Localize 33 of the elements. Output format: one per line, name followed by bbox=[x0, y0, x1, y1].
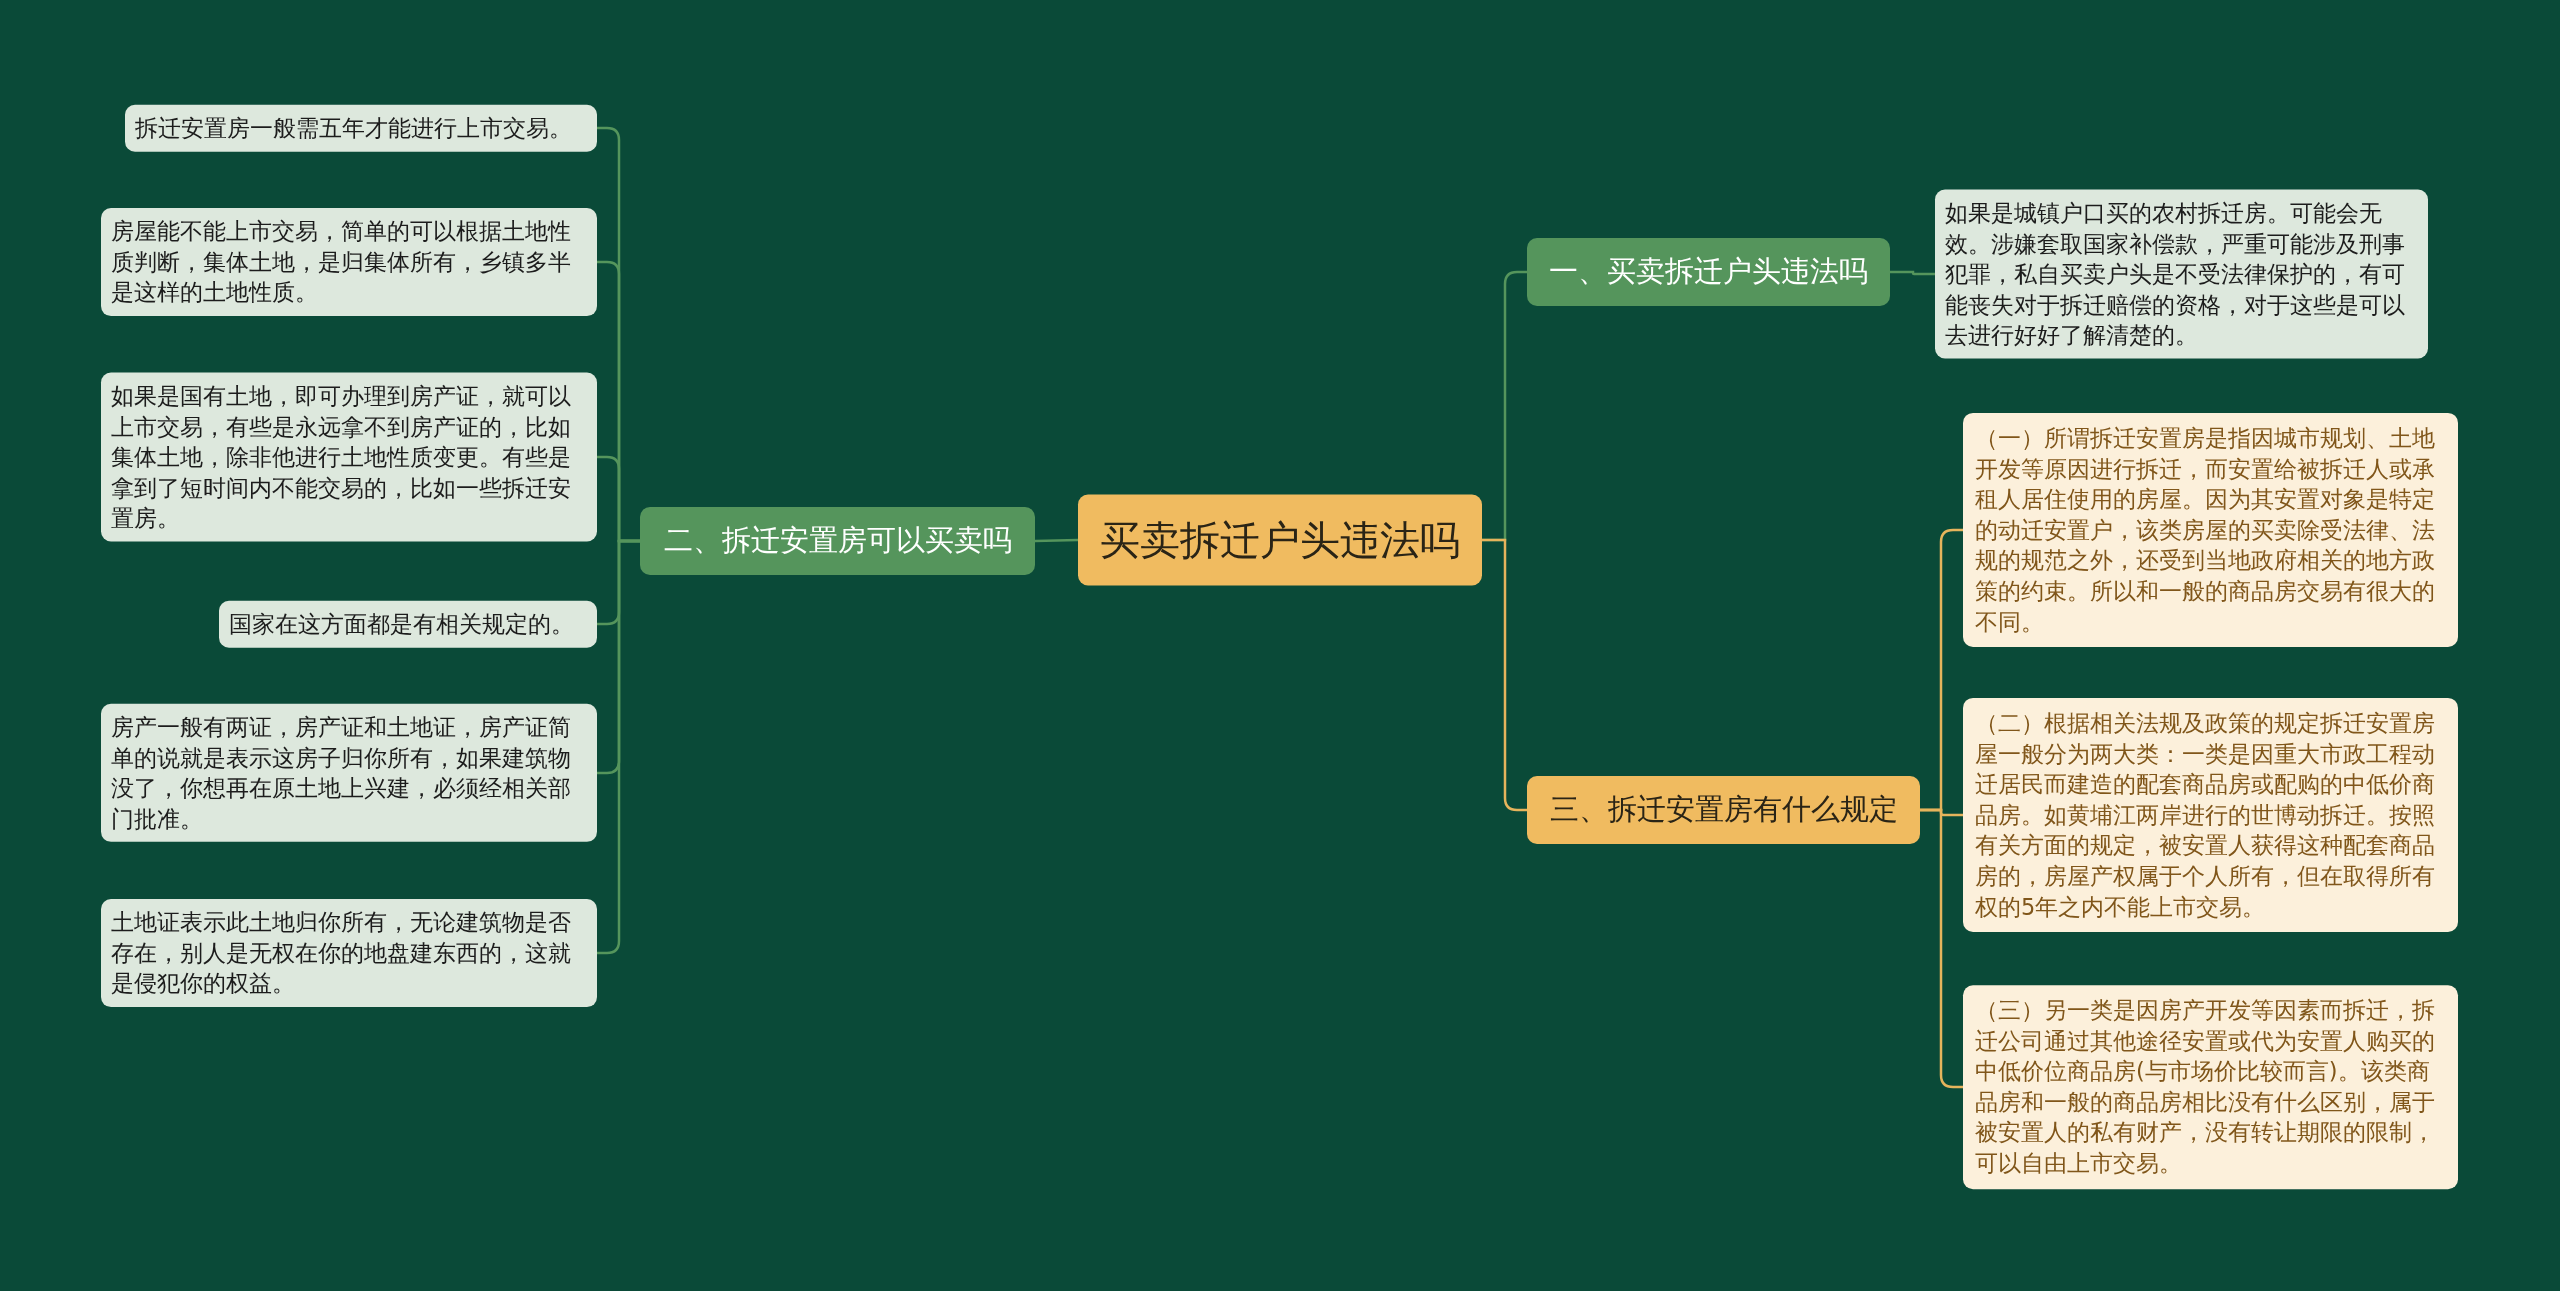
note-card bbox=[101, 208, 597, 316]
note-text: 土地证表示此土地归你所有，无论建筑物是否存在，别人是无权在你的地盘建东西的，这就是侵犯你的权益。 bbox=[111, 908, 572, 999]
branch-topic-box bbox=[1527, 776, 1920, 844]
topic-label: 三、拆迁安置房有什么规定 bbox=[1549, 791, 1898, 828]
note-text: 如果是城镇户口买的农村拆迁房。可能会无效。涉嫌套取国家补偿款，严重可能涉及刑事犯罪，私自买卖户头是不受法律保护的，有可能丧失对于拆迁赔偿的资格，对于这些是可以去进行好好了解清楚的。 bbox=[1945, 198, 2406, 350]
branch-topic-box bbox=[1527, 238, 1890, 306]
connector-line bbox=[1482, 538, 1527, 812]
topic-label: 二、拆迁安置房可以买卖吗 bbox=[663, 522, 1012, 559]
note-card bbox=[101, 703, 597, 843]
connector-line bbox=[1034, 538, 1079, 543]
note-text: 国家在这方面都是有相关规定的。 bbox=[229, 609, 574, 639]
note-card bbox=[1963, 412, 2458, 648]
note-text: 房产一般有两证，房产证和土地证，房产证简单的说就是表示这房子归你所有，如果建筑物没了，你想再在原土地上兴建，必须经相关部门批准。 bbox=[111, 712, 572, 834]
note-text: （三）另一类是因房产开发等因素而拆迁，拆迁公司通过其他途径安置或代为安置人购买的中低价位商品房(与市场价比较而言)。该类商品房和一般的商品房相比没有什么区别，属于被安置人的私有财产，没有转让期限的限制，可以自由上市交易。 bbox=[1975, 996, 2436, 1179]
note-text: 房屋能不能上市交易，简单的可以根据土地性质判断，集体土地，是归集体所有，乡镇多半是这样的土地性质。 bbox=[111, 217, 572, 308]
topic-label: 一、买卖拆迁户头违法吗 bbox=[1549, 253, 1868, 290]
note-card bbox=[1935, 189, 2428, 359]
central-topic-box bbox=[1078, 494, 1482, 586]
note-card bbox=[101, 899, 597, 1007]
connector-line bbox=[1890, 270, 1935, 276]
note-text: 拆迁安置房一般需五年才能进行上市交易。 bbox=[135, 113, 572, 143]
note-card bbox=[219, 600, 597, 648]
note-text: （一）所谓拆迁安置房是指因城市规划、土地开发等原因进行拆迁，而安置给被拆迁人或承租人居住使用的房屋。因为其安置对象是特定的动迁安置户，该类房屋的买卖除受法律、法规的规范之外，还受到当地政府相关的地方政策的约束。所以和一般的商品房交易有很大的不同。 bbox=[1975, 423, 2436, 637]
note-card bbox=[125, 104, 597, 152]
connector-line bbox=[597, 539, 640, 955]
note-text: 如果是国有土地，即可办理到房产证，就可以上市交易，有些是永远拿不到房产证的，比如集体土地，除非他进行土地性质变更。有些是拿到了短时间内不能交易的，比如一些拆迁安置房。 bbox=[111, 381, 572, 533]
note-text: （二）根据相关法规及政策的规定拆迁安置房屋一般分为两大类：一类是因重大市政工程动迁居民而建造的配套商品房或配购的中低价商品房。如黄埔江两岸进行的世博动拆迁。按照有关方面的规定，被安置人获得这种配套商品房的，房屋产权属于个人所有，但在取得所有权的5年之内不能上市交易。 bbox=[1975, 708, 2436, 922]
topic-label: 买卖拆迁户头违法吗 bbox=[1100, 515, 1460, 565]
branch-topic-box bbox=[640, 507, 1035, 575]
note-card bbox=[1963, 985, 2458, 1189]
note-card bbox=[101, 372, 597, 542]
connector-line bbox=[1920, 808, 1963, 1089]
note-card bbox=[1963, 697, 2458, 933]
